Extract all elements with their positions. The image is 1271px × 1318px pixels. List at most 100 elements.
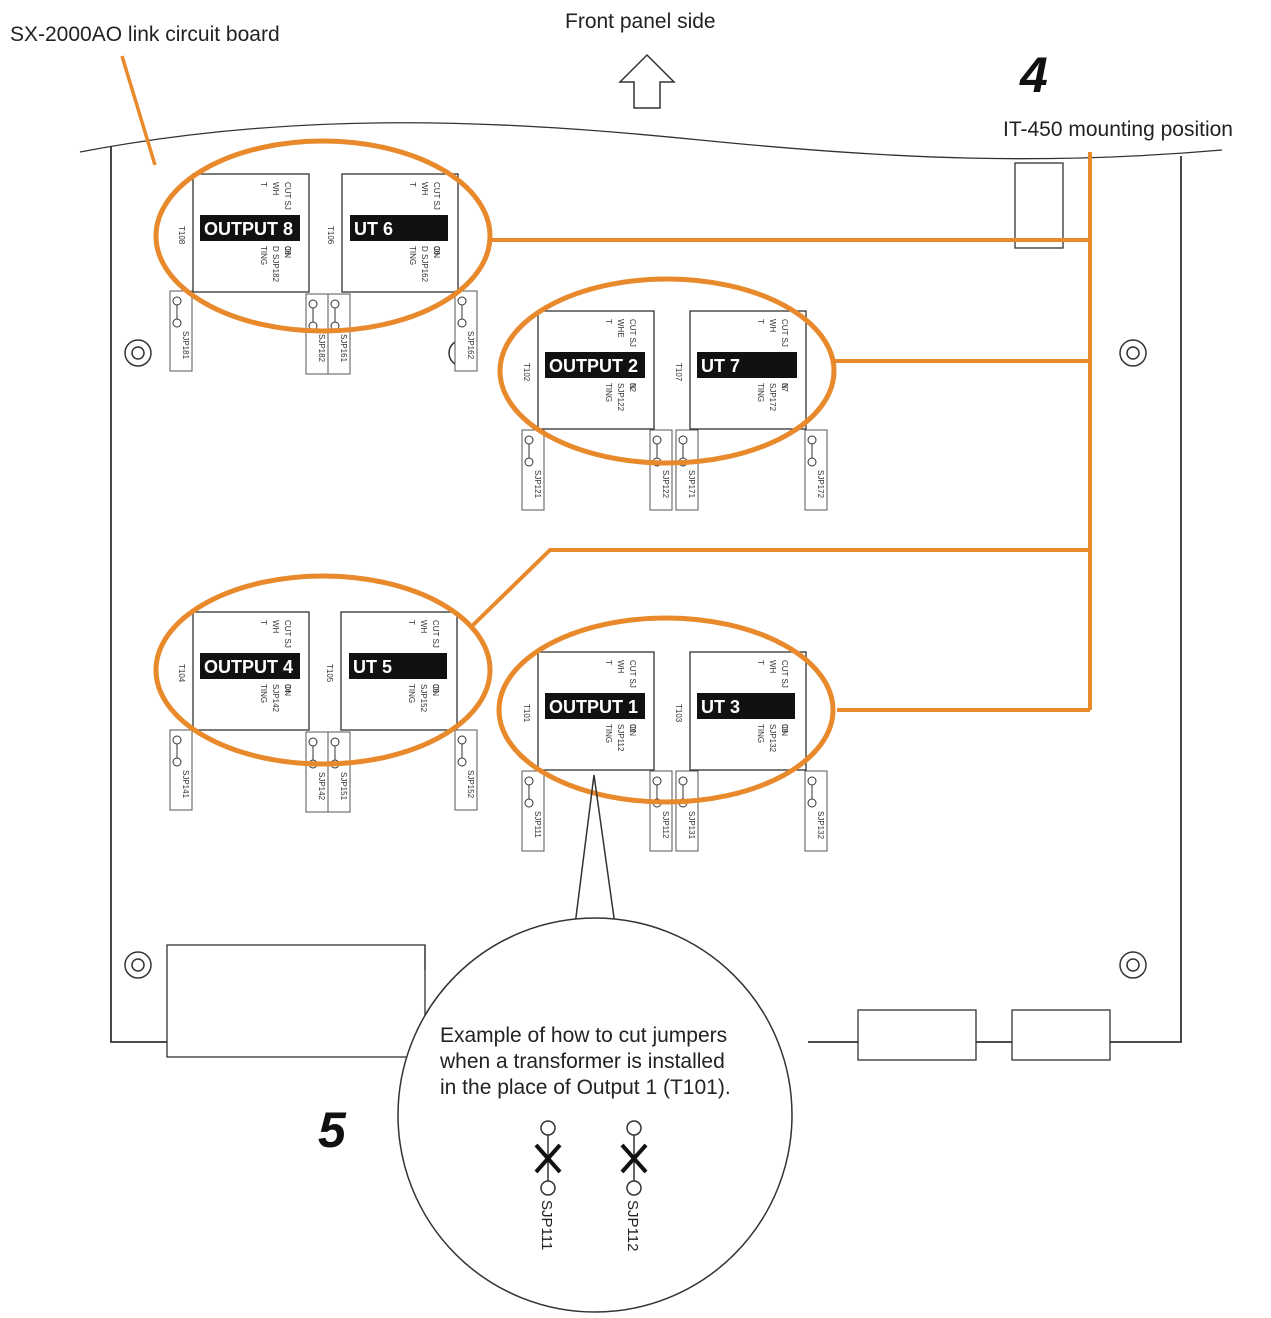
- transformer-marking: 05: [431, 684, 440, 693]
- svg-text:SJP111: SJP111: [533, 811, 542, 838]
- transformer-marking: TING: [756, 383, 765, 402]
- jumper-sjp171: SJP171: [675, 429, 699, 511]
- transformer-marking: CUT SJ: [283, 182, 292, 210]
- example-line-2: when a transformer is installed: [439, 1050, 725, 1073]
- transformer-marking: T: [259, 620, 268, 625]
- transformer-id: T107: [674, 363, 683, 382]
- jumper-sjp121: SJP121: [521, 429, 545, 511]
- svg-text:SJP131: SJP131: [687, 811, 696, 840]
- transformer-id: T103: [674, 704, 683, 723]
- example-line-3: in the place of Output 1 (T101).: [440, 1076, 731, 1099]
- svg-text:SJP142: SJP142: [317, 772, 326, 801]
- transformer-marking: WH: [271, 182, 280, 196]
- jumper-sjp122: SJP122: [649, 429, 673, 511]
- screw-hole-icon: [1119, 951, 1147, 979]
- jumper-sjp161: SJP161: [327, 293, 351, 375]
- board-outline: [79, 122, 1223, 1043]
- transformer-marking: TING: [407, 684, 416, 703]
- transformer-marking: WH: [271, 620, 280, 634]
- ellipse-output4-5: [153, 573, 493, 767]
- transformer-marking: 03: [780, 724, 789, 733]
- mount-label: IT-450 mounting position: [1003, 118, 1233, 141]
- svg-text:SJP151: SJP151: [339, 772, 348, 801]
- jumper-sjp141: SJP141: [169, 729, 193, 811]
- transformer-marking: TING: [756, 724, 765, 743]
- transformer-marking: CUT SJ: [432, 182, 441, 210]
- connector-block-right-1: [857, 1009, 977, 1061]
- transformer-marking: SJP172: [768, 383, 777, 412]
- transformer-marking: CUT SJ: [431, 620, 440, 648]
- connector-block-right-2: [1011, 1009, 1111, 1061]
- screw-hole-icon: [124, 339, 152, 367]
- transformer-marking: T: [756, 319, 765, 324]
- transformer-marking: WH: [768, 660, 777, 674]
- transformer-marking: CUT SJ: [780, 660, 789, 688]
- board-label: SX-2000AO link circuit board: [10, 23, 280, 46]
- screw-hole-icon: [1119, 339, 1147, 367]
- transformer-marking: WH: [420, 182, 429, 196]
- jumper-sjp142: SJP142: [305, 731, 329, 813]
- step-4-number: 4: [1019, 47, 1048, 103]
- transformer-marking: T: [408, 182, 417, 187]
- output-label: OUTPUT 8: [204, 219, 293, 239]
- jumper-sjp182: SJP182: [305, 293, 329, 375]
- output-label: OUTPUT 2: [549, 356, 638, 376]
- front-panel-label: Front panel side: [565, 10, 716, 33]
- transformer-marking: ON: [628, 724, 637, 736]
- transformer-marking: WH: [419, 620, 428, 634]
- transformer-marking: ON: [431, 684, 440, 696]
- example-line-1: Example of how to cut jumpers: [440, 1024, 727, 1047]
- output-label: OUTPUT 4: [204, 657, 293, 677]
- ellipse-output8-6: [153, 138, 493, 334]
- svg-text:SJP172: SJP172: [816, 470, 825, 499]
- transformer-marking: D SJP182: [271, 246, 280, 283]
- transformer-id: T108: [177, 226, 186, 245]
- svg-text:SJP112: SJP112: [661, 811, 670, 839]
- transformer-marking: SJP152: [419, 684, 428, 713]
- jumper-sjp132: SJP132: [804, 770, 828, 852]
- transformer-marking: CUT SJ: [628, 319, 637, 347]
- cut-jumper-sjp112: SJP112: [620, 1120, 648, 1251]
- it450-mount-block: [1014, 162, 1064, 249]
- svg-text:SJP112: SJP112: [624, 1200, 641, 1251]
- cut-jumper-sjp111: SJP111: [534, 1120, 562, 1250]
- output-label: OUTPUT 1: [549, 697, 638, 717]
- transformer-marking: CUT SJ: [628, 660, 637, 688]
- svg-text:SJP152: SJP152: [466, 770, 475, 799]
- jumper-sjp162: SJP162: [454, 290, 478, 372]
- transformer-marking: 04: [283, 684, 292, 693]
- output-label: UT 3: [701, 697, 740, 717]
- screw-hole-icon: [124, 951, 152, 979]
- jumper-cut-callout: Example of how to cut jumpers when a tra…: [397, 774, 793, 1313]
- svg-text:SJP122: SJP122: [661, 470, 670, 499]
- transformer-marking: ON: [283, 246, 292, 258]
- svg-text:SJP182: SJP182: [317, 334, 326, 363]
- transformer-marking: SJP142: [271, 684, 280, 713]
- svg-text:SJP132: SJP132: [816, 811, 825, 840]
- transformer-id: T102: [522, 363, 531, 382]
- svg-text:SJP171: SJP171: [687, 470, 696, 499]
- jumper-sjp181: SJP181: [169, 290, 193, 372]
- transformer-marking: T: [756, 660, 765, 665]
- transformer-marking: ON: [780, 724, 789, 736]
- transformer-id: T101: [522, 704, 531, 723]
- transformer-marking: TING: [259, 246, 268, 265]
- transformer-marking: WH: [616, 660, 625, 674]
- transformer-marking: T: [604, 319, 613, 324]
- transformer-id: T105: [325, 664, 334, 683]
- jumper-sjp172: SJP172: [804, 429, 828, 511]
- jumper-sjp131: SJP131: [675, 770, 699, 852]
- transformer-marking: CUT SJ: [780, 319, 789, 347]
- svg-text:SJP121: SJP121: [533, 470, 542, 499]
- mount-connector-lines: [120, 55, 1092, 712]
- output-label: UT 6: [354, 219, 393, 239]
- transformer-id: T106: [326, 226, 335, 245]
- jumper-sjp111: SJP111: [521, 770, 545, 852]
- transformer-marking: ON: [283, 684, 292, 696]
